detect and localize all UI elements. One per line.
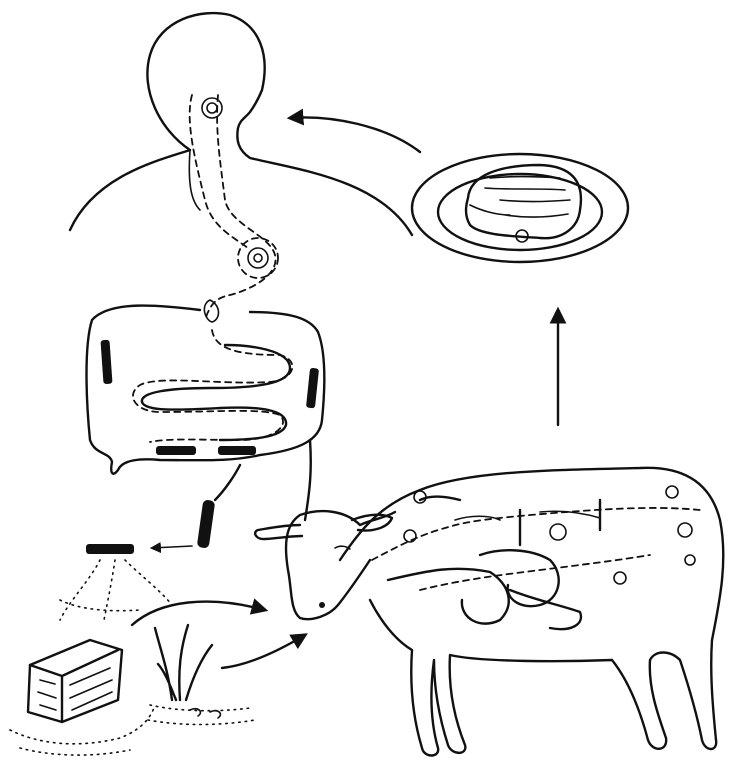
grass-icon — [148, 625, 255, 725]
feces-icon — [60, 544, 172, 620]
arrow-left-icon — [152, 546, 192, 548]
esophagus-path — [190, 95, 276, 320]
cow-icon — [255, 468, 723, 756]
meat-plate-icon — [412, 154, 628, 262]
hay-bale-icon — [10, 640, 155, 755]
intestine-path — [133, 330, 292, 442]
arrow-left-icon — [290, 117, 420, 152]
cow-outline — [340, 468, 723, 756]
human-body-icon — [70, 13, 412, 549]
arrow-right-icon — [132, 602, 265, 625]
abdomen-outline — [87, 306, 325, 474]
arrow-up-right-icon — [222, 635, 305, 668]
